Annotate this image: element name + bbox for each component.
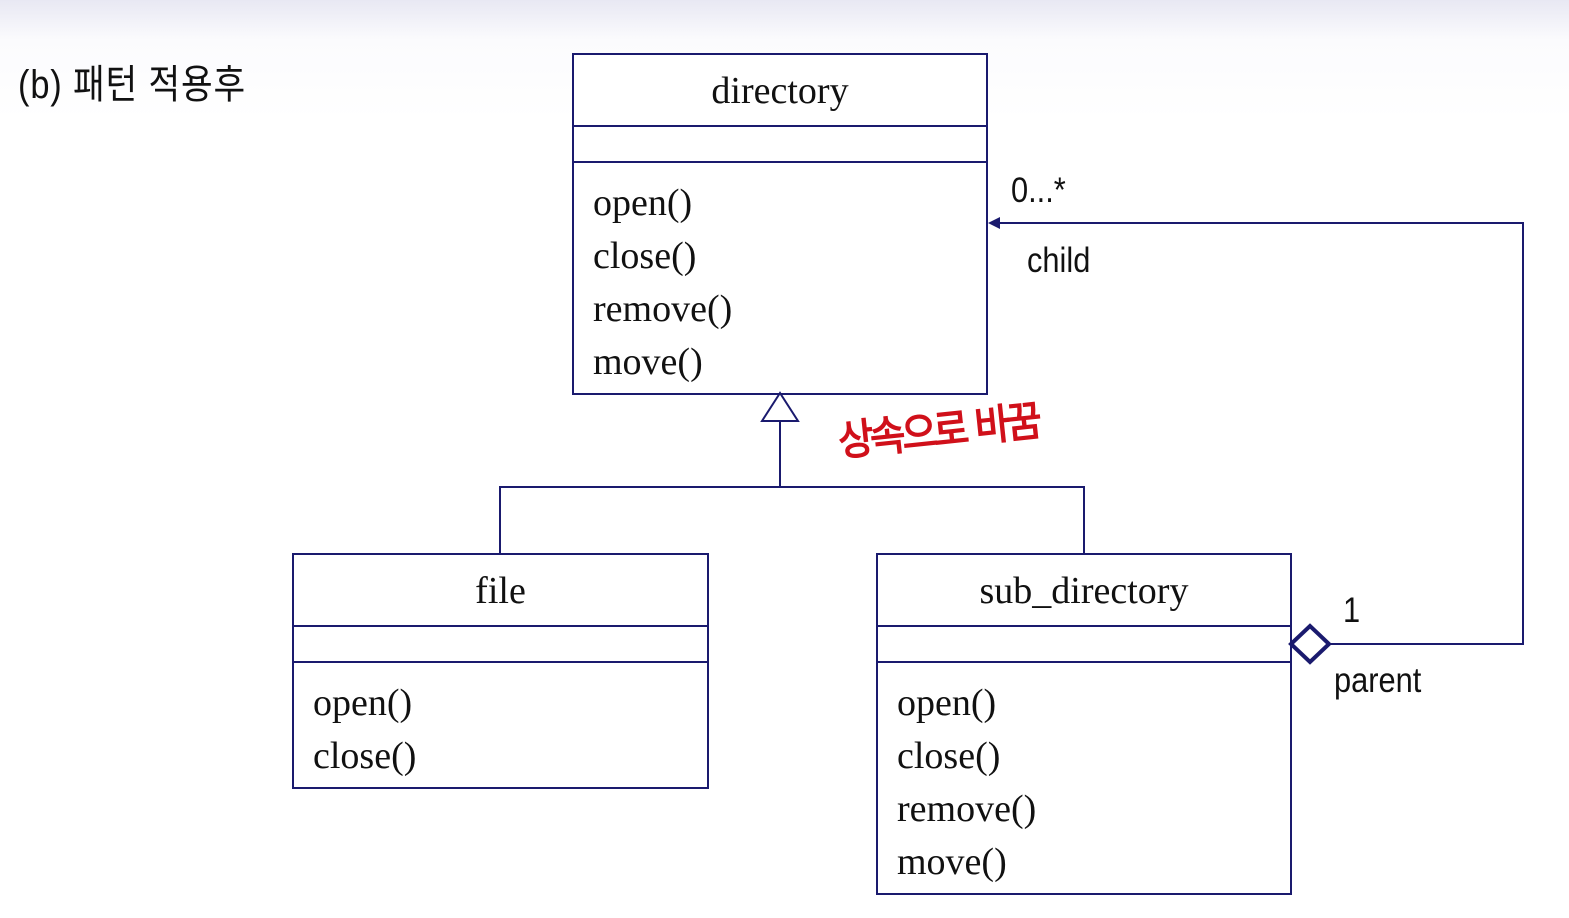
child-multiplicity: 0...* [1011, 171, 1066, 210]
operation: close() [313, 735, 417, 777]
operation: open() [897, 682, 997, 724]
class-name: sub_directory [878, 555, 1290, 627]
class-attributes [878, 627, 1290, 663]
class-attributes [294, 627, 707, 663]
arrowhead-icon [988, 217, 1000, 229]
class-attributes [574, 127, 986, 163]
inheritance-triangle [760, 391, 800, 422]
class-operations: open() close() [294, 663, 707, 783]
operation: close() [593, 235, 697, 277]
parent-role: parent [1334, 661, 1422, 700]
operation: close() [897, 735, 1001, 777]
class-operations: open() close() remove() move() [574, 163, 986, 389]
operation: open() [313, 682, 413, 724]
class-directory: directory open() close() remove() move() [572, 53, 988, 395]
diagram-caption: (b) 패턴 적용후 [18, 63, 247, 107]
class-name: file [294, 555, 707, 627]
operation: remove() [593, 288, 733, 330]
operation: remove() [897, 788, 1037, 830]
child-role: child [1027, 241, 1091, 280]
class-sub-directory: sub_directory open() close() remove() mo… [876, 553, 1292, 895]
operation: move() [593, 341, 703, 383]
operation: open() [593, 182, 693, 224]
aggregation-diamond-icon [1288, 623, 1332, 665]
inheritance-branch [499, 486, 1085, 554]
class-name: directory [574, 55, 986, 127]
operation: move() [897, 841, 1007, 883]
class-operations: open() close() remove() move() [878, 663, 1290, 889]
aggregation-line [998, 222, 1524, 645]
parent-multiplicity: 1 [1343, 591, 1361, 630]
